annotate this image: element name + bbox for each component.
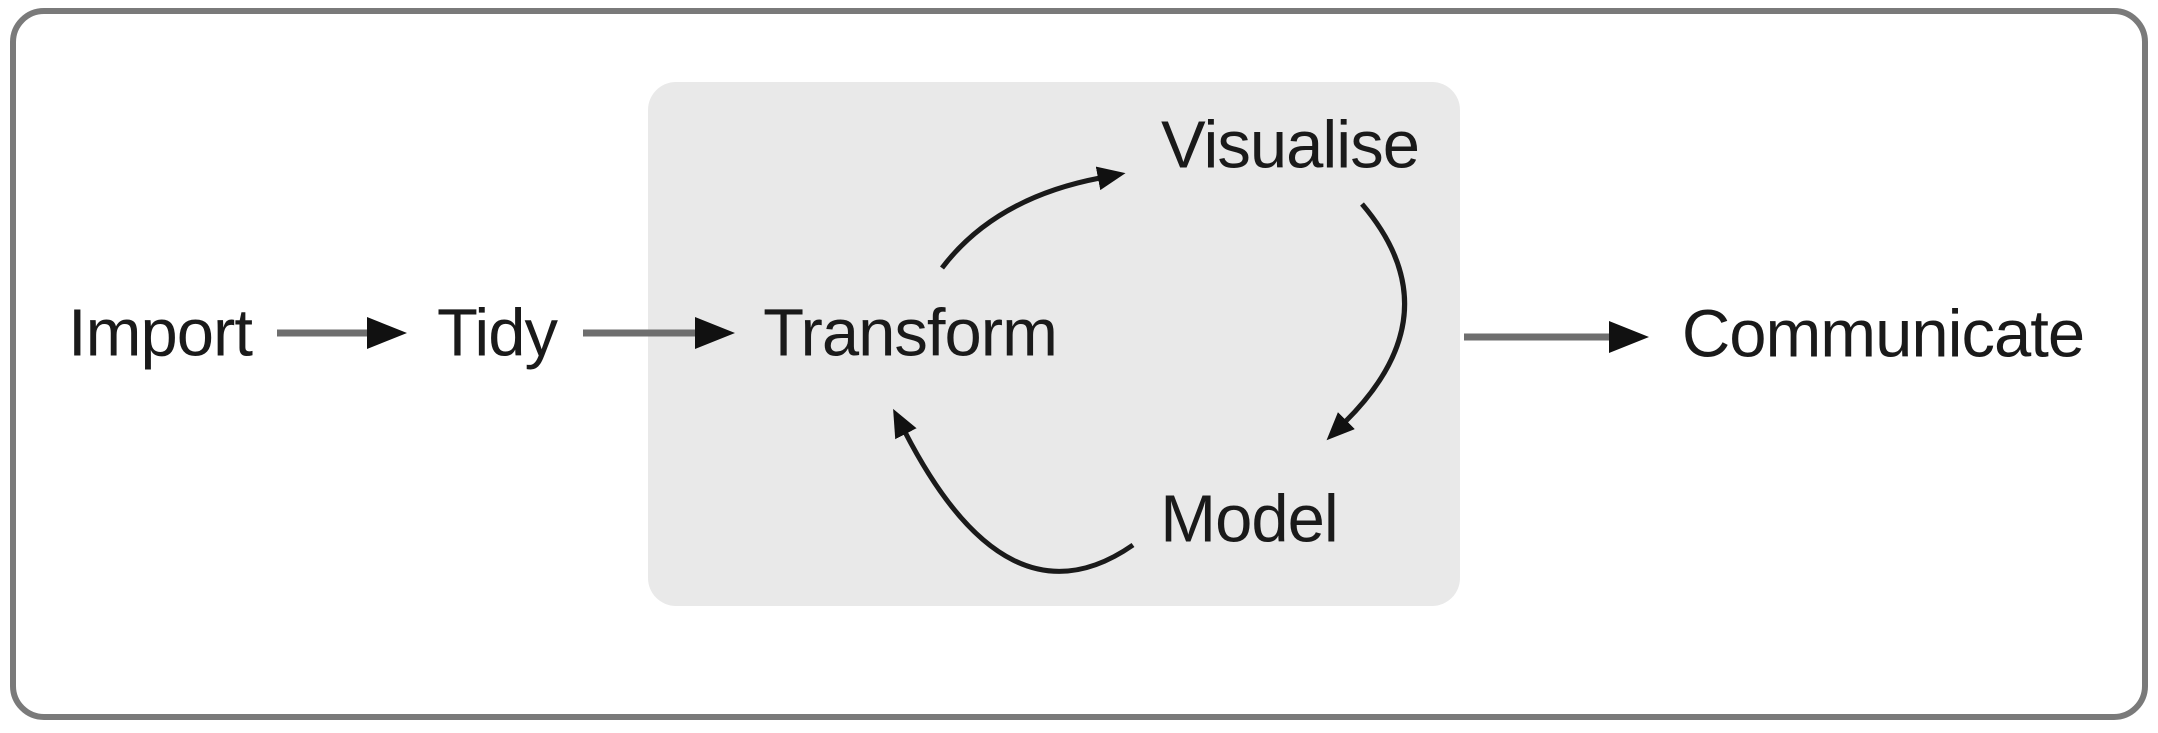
outer-frame [10, 8, 2148, 720]
node-import: Import [68, 295, 253, 371]
arrow-visualise-to-model [1326, 202, 1408, 441]
arrow-model-to-transform [893, 408, 1135, 574]
understand-cycle-box [648, 82, 1460, 606]
node-communicate: Communicate [1681, 296, 2085, 372]
node-model: Model [1160, 481, 1338, 557]
node-tidy: Tidy [436, 295, 558, 371]
node-transform: Transform [763, 295, 1058, 371]
node-visualise: Visualise [1161, 107, 1420, 183]
arrow-transform-to-visualise [940, 166, 1126, 270]
